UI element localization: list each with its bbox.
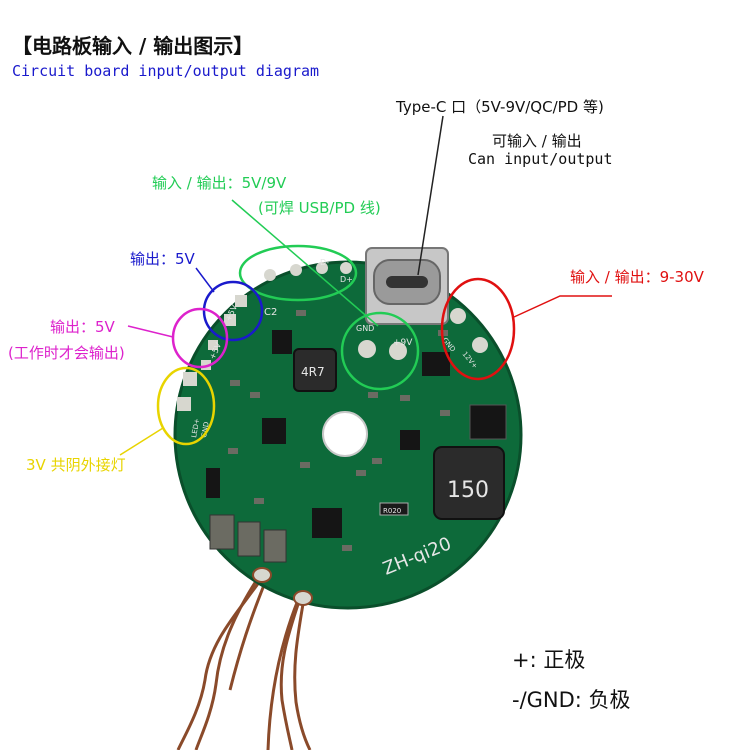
coil-wire-right (266, 597, 312, 750)
typec-label-en: Can input/output (468, 150, 613, 168)
typec-leader (417, 115, 444, 276)
high-voltage-pads (450, 308, 488, 353)
page-subtitle: Circuit board input/output diagram (12, 62, 320, 80)
red-leader (513, 295, 612, 318)
gnd-9v-pads (358, 340, 407, 360)
capacitor-bank (209, 514, 287, 563)
r020-label: R020 (383, 507, 401, 515)
d-minus-label: D- (320, 258, 329, 267)
chip-center (262, 418, 286, 444)
led-label: LED+ (190, 418, 201, 439)
blue-label: 输出：5V (130, 250, 195, 268)
inductor-small (293, 348, 337, 392)
magenta-leader (127, 325, 174, 338)
gnd2-label: GND (200, 421, 211, 438)
d-plus-label: D+ (340, 275, 353, 284)
coil-wire-left (176, 577, 268, 750)
chip-mid (400, 430, 420, 450)
inductor-small-label: 4R7 (301, 365, 325, 379)
led-pads (177, 372, 197, 411)
green-label-line1: 输入 / 输出：5V/9V (152, 174, 287, 192)
yellow-circle-led (156, 366, 216, 446)
c2-label: C2 (264, 307, 277, 318)
mosfet-right (422, 352, 450, 376)
wire-solder-joints (252, 567, 313, 606)
side-pads (201, 340, 218, 370)
magenta-label-line2: (工作时才会输出) (8, 344, 125, 362)
green-label-line2: (可焊 USB/PD 线) (258, 199, 381, 217)
typec-label-cn: 可输入 / 输出 (492, 132, 582, 150)
magenta-circle-5v (171, 307, 229, 369)
gnd-label: GND (356, 324, 374, 333)
blue-leader (195, 267, 215, 293)
green-leader (231, 199, 379, 327)
page-title: 【电路板输入 / 输出图示】 (12, 34, 254, 58)
legend-plus: +: 正极 (512, 648, 586, 672)
blue-circle-5v (202, 280, 264, 342)
resistor-r020 (379, 502, 409, 516)
plus9v-label: +9V (393, 338, 413, 348)
inductor-large (433, 446, 505, 520)
typec-connector (365, 247, 449, 325)
magenta-label-line1: 输出：5V (50, 318, 115, 336)
chip-top (272, 330, 292, 354)
chip-bottom (312, 508, 342, 538)
usb-pads (264, 262, 352, 281)
yellow-leader (119, 427, 164, 456)
inductor-large-label: 150 (447, 478, 489, 503)
legend-gnd: -/GND: 负极 (512, 688, 631, 712)
chip-left (206, 468, 220, 498)
green-circle-usb (238, 244, 358, 302)
green-circle-9v (340, 311, 420, 391)
output-pads-5v (224, 295, 247, 326)
center-hole (322, 411, 368, 457)
chip-right (469, 404, 507, 440)
typec-label-title: Type-C 口（5V-9V/QC/PD 等) (396, 98, 604, 116)
red-label: 输入 / 输出：9-30V (570, 268, 704, 286)
yellow-label: 3V 共阴外接灯 (26, 456, 126, 474)
red-circle-hv (440, 277, 516, 381)
